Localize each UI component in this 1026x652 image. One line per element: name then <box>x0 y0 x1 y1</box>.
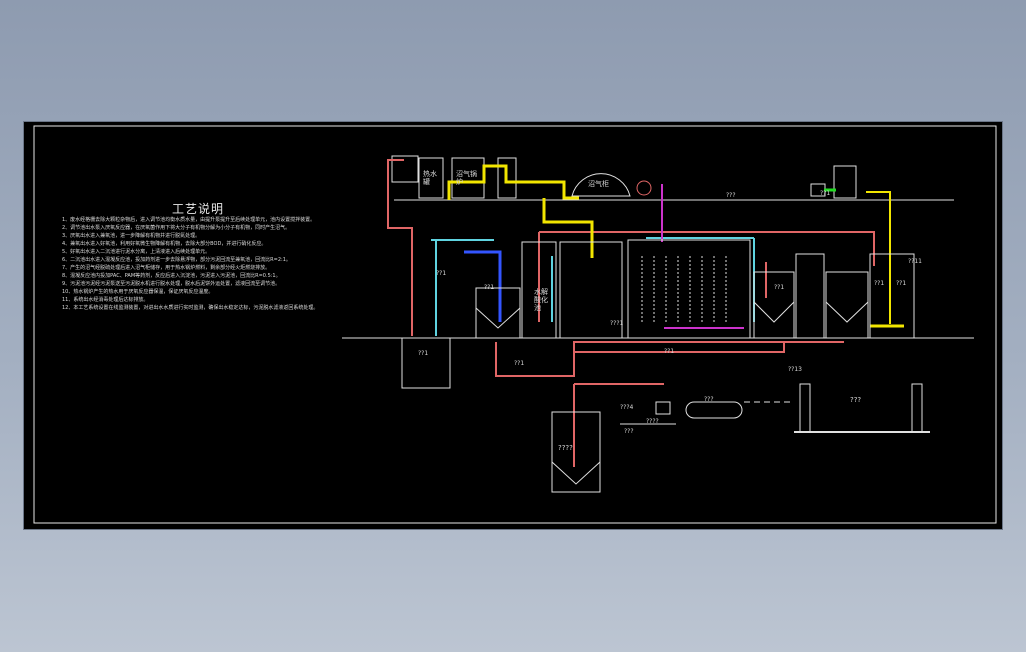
note-line: 9、污泥池污泥经污泥泵送至污泥脱水机进行脱水处理，脱水后泥饼外运处置，滤液回流至… <box>62 281 281 287</box>
sediment-tank-hopper <box>825 301 869 323</box>
process-notes-title: 工艺说明 <box>172 202 225 216</box>
filter-press <box>685 401 743 419</box>
aerobic-tank <box>627 239 751 339</box>
biogas-boiler-label: 沼气锅炉 <box>456 170 477 186</box>
drawing-border <box>33 125 997 524</box>
note-line: 1、废水经格栅去除大颗粒杂物后，进入调节池均衡水质水量，由提升泵提升至后续处理单… <box>62 217 316 223</box>
outlet-label: ??11 <box>908 258 923 265</box>
pipe-label-1: ??1 <box>436 270 447 277</box>
hot-water-tank <box>418 157 444 199</box>
coagulation-tank <box>795 253 825 339</box>
drying-bed-wall-1 <box>799 383 811 433</box>
valve-label: ??? <box>726 192 736 199</box>
blue-pipe <box>464 250 502 322</box>
control-box <box>391 155 419 183</box>
return-label: ??1 <box>664 348 675 355</box>
sewage-pipe-3 <box>539 231 875 266</box>
flare-pipe <box>866 191 891 324</box>
drying-bed-label: ??? <box>850 396 862 404</box>
stack <box>497 157 517 199</box>
note-line: 12、本工艺系统设置在线监测装置，对进出水水质进行实时监测，确保出水稳定达标，污… <box>62 305 319 311</box>
tank-2 <box>521 241 557 339</box>
hydrolysis-tank <box>559 241 623 339</box>
hot-water-tank-label: 热水罐 <box>423 170 437 186</box>
note-line: 10、热水锅炉产生的热水用于厌氧反应器保温，保证厌氧反应温度。 <box>62 289 214 295</box>
blower <box>636 180 652 196</box>
note-line: 3、厌氧出水进入兼氧池，进一步降解有机物并进行脱氮处理。 <box>62 233 201 239</box>
drying-bed-wall-2 <box>911 383 923 433</box>
note-line: 4、兼氧出水进入好氧池，利用好氧微生物降解有机物，去除大部分BOD，并进行硝化反… <box>62 241 267 247</box>
note-line: 8、混凝反应池内投加PAC、PAM等药剂，反应后进入沉淀池，污泥进入污泥池，回流… <box>62 273 281 279</box>
secondary-clarifier-hopper <box>753 301 795 323</box>
sediment-tank <box>825 271 869 339</box>
hydrolysis-label: 水解酸化池 <box>534 288 548 312</box>
clear-water-tank <box>869 253 915 339</box>
secondary-clarifier-label: ??1 <box>774 284 785 291</box>
sludge-pit-label: ???? <box>558 444 573 452</box>
note-line: 2、调节池出水泵入厌氧反应器，在厌氧菌作用下将大分子有机物分解为小分子有机物，同… <box>62 225 291 231</box>
regulating-pit <box>401 337 451 389</box>
gas-holder-dome <box>571 173 631 197</box>
regulating-pit-label: ??1 <box>418 350 429 357</box>
clarifier-1-hopper <box>475 307 521 329</box>
water-label: ??? <box>624 428 634 435</box>
aerobic-membranes <box>641 256 727 322</box>
cad-drawing-canvas: 工艺说明 1、废水经格栅去除大颗粒杂物后，进入调节池均衡水质水量，由提升泵提升至… <box>24 122 1002 529</box>
process-notes: 1、废水经格栅去除大颗粒杂物后，进入调节池均衡水质水量，由提升泵提升至后续处理单… <box>62 216 346 312</box>
flow-label: ??13 <box>788 366 803 373</box>
pump-label: ??1 <box>514 360 525 367</box>
note-line: 11、系统出水经消毒处理后达标排放。 <box>62 297 149 303</box>
secondary-clarifier <box>753 271 795 339</box>
process-flow-diagram <box>33 125 997 524</box>
note-line: 6、二沉池出水进入混凝反应池，投加药剂进一步去除悬浮物，部分污泥回流至兼氧池，回… <box>62 257 291 263</box>
clarifier-1 <box>475 287 521 339</box>
sludge-return-pipe <box>495 341 844 377</box>
note-line: 5、好氧出水进入二沉池进行泥水分离，上清液进入后续处理单元。 <box>62 249 211 255</box>
sludge-pump <box>655 401 671 415</box>
biogas-pipe-2 <box>542 198 594 258</box>
sludge-return-pipe-2 <box>574 342 785 353</box>
clear-water-label: ??1 <box>874 280 885 287</box>
dosing-cabinet <box>833 165 857 199</box>
tank-label: ??1 <box>896 280 907 287</box>
sludge-pit <box>551 411 601 493</box>
sewage-pipe-1 <box>387 159 413 336</box>
aerobic-label: ???1 <box>610 320 624 327</box>
sludge-pump-label: ???? <box>646 418 659 425</box>
biogas-pipe-1 <box>447 164 579 200</box>
gas-holder-label: 沼气柜 <box>588 180 609 188</box>
filter-press-label: ??? <box>704 396 714 403</box>
sludge-pit-hopper <box>551 461 601 485</box>
clarifier-1-label: ??1 <box>484 284 495 291</box>
feed-label: ???4 <box>620 404 634 411</box>
note-line: 7、产生的沼气经脱硫处理后进入沼气柜储存，用于热水锅炉燃料，剩余部分经火炬燃烧排… <box>62 265 271 271</box>
dosing-label: ??1 <box>820 190 831 197</box>
